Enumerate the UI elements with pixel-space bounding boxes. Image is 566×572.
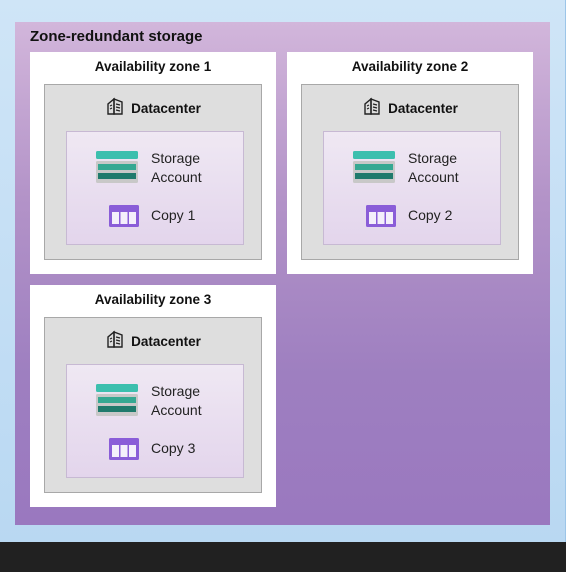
storage-account-label: Storage Account: [408, 150, 459, 185]
storage-account-box: Storage Account Copy 3: [66, 364, 244, 478]
copy-label: Copy 2: [408, 207, 453, 223]
datacenter-box: Datacenter Storage Account: [44, 317, 262, 493]
availability-zone-1: Availability zone 1 Datacenter: [30, 52, 276, 274]
storage-account-box: Storage Account Copy 2: [323, 131, 501, 245]
data-copy-table-icon: [109, 205, 139, 232]
copy-label: Copy 3: [151, 440, 196, 456]
zone-title: Availability zone 1: [94, 59, 212, 74]
data-copy-table-icon: [109, 438, 139, 465]
datacenter-label: Datacenter: [388, 100, 458, 116]
storage-account-icon: [353, 151, 395, 190]
availability-zone-3: Availability zone 3 Datacenter: [30, 285, 276, 507]
datacenter-building-icon: [362, 96, 382, 121]
datacenter-label: Datacenter: [131, 100, 201, 116]
availability-zone-2: Availability zone 2 Datacenter: [287, 52, 533, 274]
storage-account-box: Storage Account Copy 1: [66, 131, 244, 245]
outer-region: Zone-redundant storage Availability zone…: [0, 0, 566, 542]
storage-account-label: Storage Account: [151, 383, 202, 418]
diagram-title: Zone-redundant storage: [30, 28, 203, 45]
zone-title: Availability zone 3: [94, 292, 212, 307]
storage-account-icon: [96, 151, 138, 190]
datacenter-building-icon: [105, 329, 125, 354]
datacenter-box: Datacenter Storage Account: [44, 84, 262, 260]
storage-account-icon: [96, 384, 138, 423]
data-copy-table-icon: [366, 205, 396, 232]
datacenter-building-icon: [105, 96, 125, 121]
zone-title: Availability zone 2: [351, 59, 469, 74]
storage-account-label: Storage Account: [151, 150, 202, 185]
datacenter-label: Datacenter: [131, 333, 201, 349]
zone-redundant-storage-group: Zone-redundant storage Availability zone…: [15, 22, 550, 525]
datacenter-box: Datacenter Storage Account: [301, 84, 519, 260]
copy-label: Copy 1: [151, 207, 196, 223]
